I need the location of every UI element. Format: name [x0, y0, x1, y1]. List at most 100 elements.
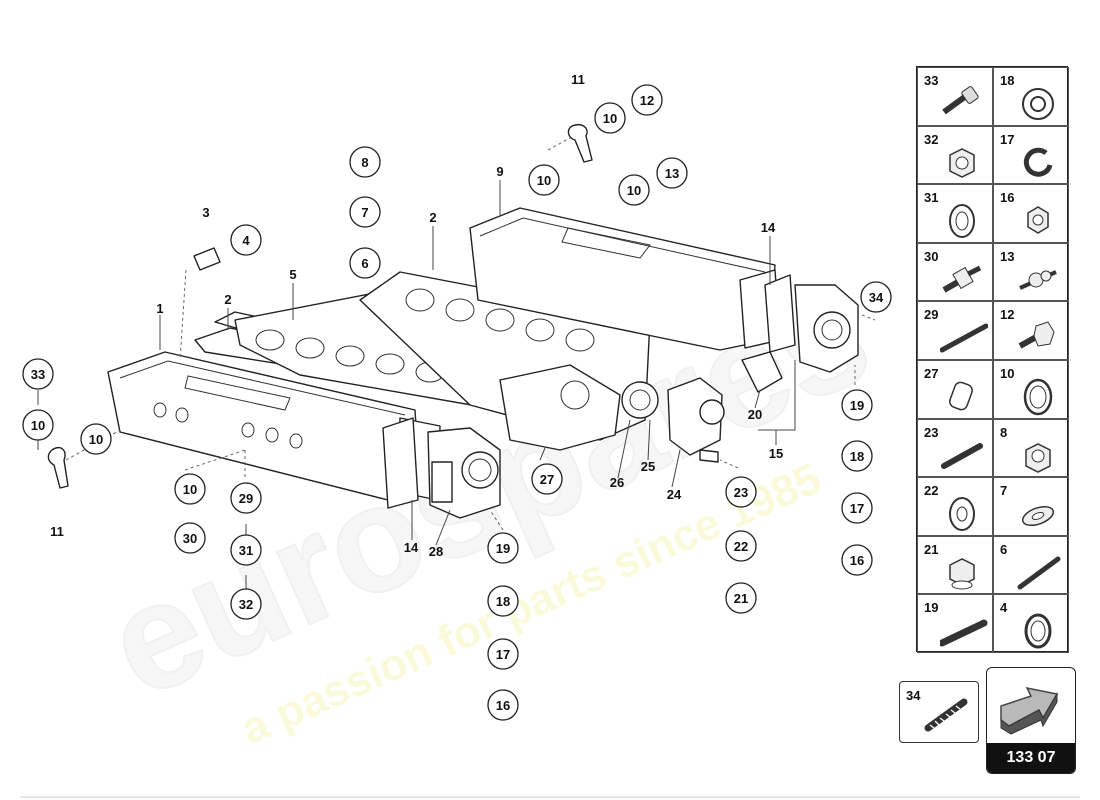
parts-table-cell: 31 — [917, 184, 993, 243]
cap-nut-icon — [949, 557, 975, 590]
callout-14: 14 — [404, 540, 419, 555]
svg-text:16: 16 — [850, 553, 864, 568]
callout-34: 34 — [860, 281, 892, 313]
callout-32: 32 — [230, 588, 262, 620]
svg-text:5: 5 — [289, 267, 296, 282]
callout-14: 14 — [761, 220, 776, 235]
svg-text:28: 28 — [429, 544, 443, 559]
fitting-icon — [942, 265, 982, 293]
callout-4: 4 — [230, 224, 262, 256]
svg-text:30: 30 — [183, 531, 197, 546]
part-number-label: 18 — [1000, 73, 1015, 88]
callout-10: 10 — [528, 164, 560, 196]
svg-text:1: 1 — [156, 301, 163, 316]
callout-23: 23 — [725, 476, 757, 508]
hollow-bolt-icon — [942, 86, 979, 115]
part-number-label: 10 — [1000, 365, 1015, 381]
split-washer-icon — [1023, 147, 1053, 177]
part-number-label: 31 — [924, 190, 939, 206]
callout-17: 17 — [841, 492, 873, 524]
svg-text:2: 2 — [224, 292, 231, 307]
callout-2: 2 — [429, 210, 436, 225]
svg-text:20: 20 — [748, 407, 762, 422]
callout-10: 10 — [22, 409, 54, 441]
callout-28: 28 — [429, 544, 443, 559]
gasket-ring-icon — [1023, 378, 1053, 416]
callout-25: 25 — [641, 459, 655, 474]
svg-text:15: 15 — [769, 446, 783, 461]
svg-text:17: 17 — [850, 501, 864, 516]
part-34-label: 34 — [906, 688, 921, 703]
svg-text:11: 11 — [571, 72, 585, 87]
part-number-label: 12 — [1000, 307, 1015, 323]
part-number-label: 27 — [924, 365, 939, 381]
callout-24: 24 — [667, 487, 682, 502]
callout-5: 5 — [289, 267, 296, 282]
part-number-label: 22 — [924, 483, 939, 499]
page-number: 133 07 — [987, 743, 1075, 773]
part-number-label: 30 — [924, 248, 939, 264]
parts-table-cell: 10 — [993, 359, 1069, 419]
svg-text:27: 27 — [540, 472, 554, 487]
callout-8: 8 — [349, 146, 381, 178]
parts-table-cell: 27 — [917, 359, 993, 419]
part-number-label: 23 — [924, 424, 939, 440]
washer-ring-icon — [1022, 88, 1054, 120]
part-34-box: 34 — [899, 681, 979, 743]
svg-text:32: 32 — [239, 597, 253, 612]
callout-16: 16 — [841, 544, 873, 576]
sleeve-icon — [949, 381, 973, 411]
callout-10: 10 — [80, 423, 112, 455]
svg-text:6: 6 — [361, 256, 368, 271]
callout-33: 33 — [22, 358, 54, 390]
callout-9: 9 — [496, 164, 503, 179]
parts-table-cell: 6 — [993, 535, 1069, 595]
svg-text:10: 10 — [183, 482, 197, 497]
svg-text:34: 34 — [869, 290, 884, 305]
callout-19: 19 — [487, 532, 519, 564]
hose-clip-top — [547, 124, 593, 163]
part-number-label: 13 — [1000, 248, 1015, 264]
throttle-body-right — [741, 274, 859, 393]
lock-nut-icon — [1025, 442, 1051, 473]
svg-text:23: 23 — [734, 485, 748, 500]
callout-15: 15 — [769, 446, 783, 461]
svg-text:22: 22 — [734, 539, 748, 554]
stud-icon — [941, 442, 983, 469]
callout-11: 11 — [50, 524, 64, 539]
svg-text:8: 8 — [361, 155, 368, 170]
banjo-bolt-icon — [1019, 269, 1057, 290]
idle-actuator — [667, 377, 725, 463]
threaded-stud-icon — [1017, 556, 1061, 590]
parts-table-cell: 21 — [917, 535, 993, 595]
callout-7: 7 — [349, 196, 381, 228]
svg-text:13: 13 — [665, 166, 679, 181]
svg-text:19: 19 — [496, 541, 510, 556]
callout-19: 19 — [841, 389, 873, 421]
svg-text:29: 29 — [239, 491, 253, 506]
callout-22: 22 — [725, 530, 757, 562]
svg-text:12: 12 — [640, 93, 654, 108]
callout-16: 16 — [487, 689, 519, 721]
callout-10: 10 — [594, 102, 626, 134]
parts-table-cell: 16 — [993, 184, 1069, 243]
parts-table-cell: 18 — [993, 67, 1069, 126]
throttle-housing-center — [499, 364, 659, 451]
svg-text:10: 10 — [627, 183, 641, 198]
callout-29: 29 — [230, 482, 262, 514]
parts-table-cell: 13 — [993, 242, 1069, 302]
part-number-label: 21 — [924, 541, 939, 557]
part-number-label: 6 — [1000, 541, 1008, 557]
svg-text:10: 10 — [31, 418, 45, 433]
callout-1: 1 — [156, 301, 163, 316]
callout-27: 27 — [531, 463, 563, 495]
svg-text:14: 14 — [404, 540, 419, 555]
callout-3: 3 — [202, 205, 209, 220]
svg-text:17: 17 — [496, 647, 510, 662]
svg-text:24: 24 — [667, 487, 682, 502]
callout-10: 10 — [174, 473, 206, 505]
part-number-label: 32 — [924, 131, 939, 147]
svg-text:11: 11 — [50, 524, 64, 539]
